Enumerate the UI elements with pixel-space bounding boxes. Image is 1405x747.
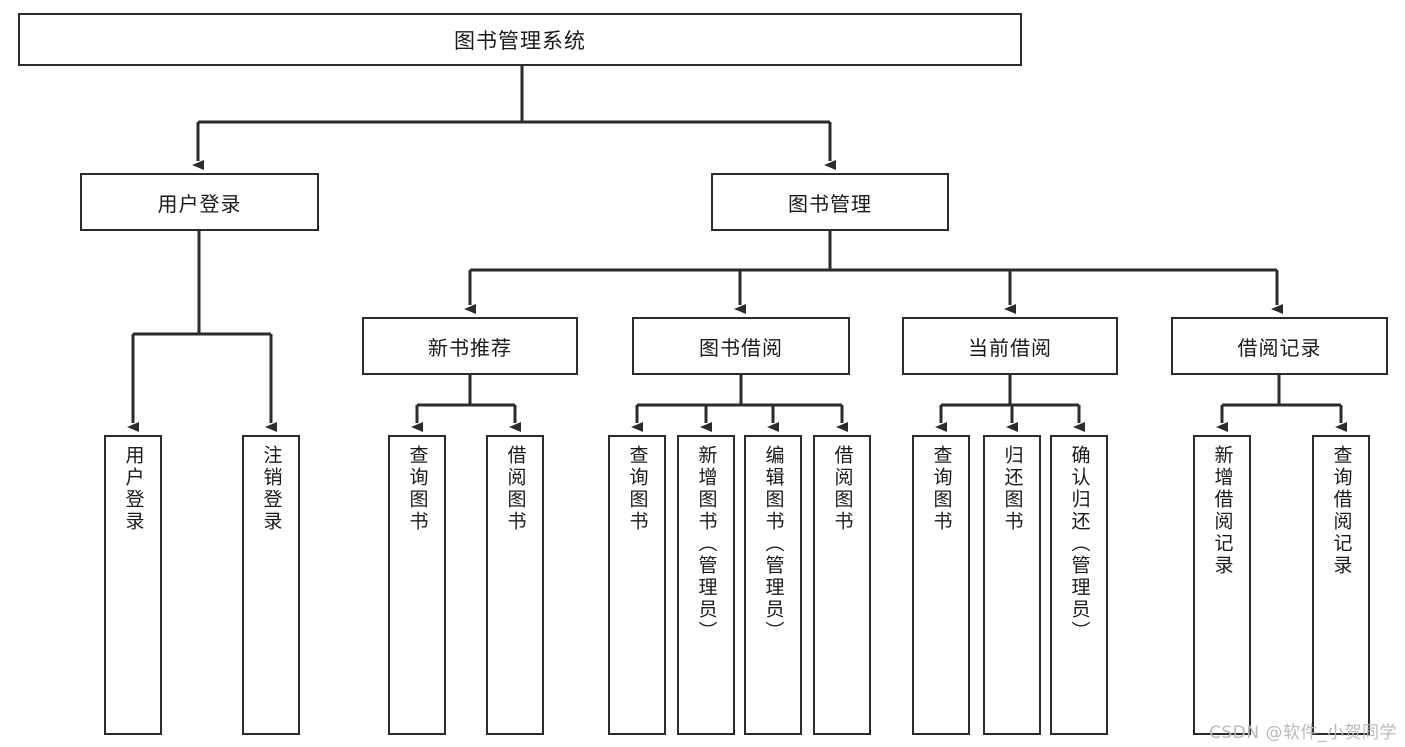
node-leaf-user-login[interactable]: 用户登录: [104, 435, 162, 735]
node-leaf-confirm-return-label: 确认归还（管理员）: [1068, 445, 1091, 643]
node-book-borrow-label: 图书借阅: [699, 335, 783, 360]
node-leaf-add-borrow-record-label: 新增借阅记录: [1211, 445, 1234, 577]
node-leaf-query-book-3[interactable]: 查询图书: [912, 435, 970, 735]
node-new-book-recommend-label: 新书推荐: [428, 335, 512, 360]
node-root-label: 图书管理系统: [454, 28, 586, 53]
node-leaf-query-book-2-label: 查询图书: [626, 445, 649, 533]
node-leaf-query-book-3-label: 查询图书: [930, 445, 953, 533]
node-new-book-recommend[interactable]: 新书推荐: [362, 317, 578, 375]
node-root[interactable]: 图书管理系统: [18, 13, 1022, 66]
node-leaf-confirm-return[interactable]: 确认归还（管理员）: [1050, 435, 1108, 735]
node-leaf-add-book-label: 新增图书（管理员）: [695, 445, 718, 643]
node-user-login[interactable]: 用户登录: [80, 173, 319, 231]
node-leaf-add-borrow-record[interactable]: 新增借阅记录: [1193, 435, 1251, 735]
node-leaf-return-book-label: 归还图书: [1001, 445, 1024, 533]
node-leaf-borrow-book-1-label: 借阅图书: [504, 445, 527, 533]
node-user-login-label: 用户登录: [157, 191, 242, 216]
node-current-borrow-label: 当前借阅: [968, 335, 1052, 360]
node-leaf-user-login-label: 用户登录: [122, 445, 145, 533]
node-leaf-logout-login[interactable]: 注销登录: [242, 435, 300, 735]
node-leaf-query-book-2[interactable]: 查询图书: [608, 435, 666, 735]
node-leaf-query-book-1[interactable]: 查询图书: [388, 435, 446, 735]
node-leaf-borrow-book-2-label: 借阅图书: [831, 445, 854, 533]
node-current-borrow[interactable]: 当前借阅: [902, 317, 1118, 375]
node-book-manage[interactable]: 图书管理: [711, 173, 949, 231]
node-leaf-edit-book-label: 编辑图书（管理员）: [762, 445, 785, 643]
node-leaf-query-borrow-record[interactable]: 查询借阅记录: [1312, 435, 1370, 735]
node-leaf-query-borrow-record-label: 查询借阅记录: [1330, 445, 1353, 577]
node-book-manage-label: 图书管理: [788, 191, 872, 216]
node-leaf-add-book[interactable]: 新增图书（管理员）: [677, 435, 735, 735]
watermark: CSDN @软件_小贺同学: [1209, 723, 1397, 743]
node-leaf-logout-login-label: 注销登录: [260, 445, 283, 533]
node-borrow-record-label: 借阅记录: [1237, 335, 1322, 360]
node-leaf-borrow-book-1[interactable]: 借阅图书: [486, 435, 544, 735]
node-book-borrow[interactable]: 图书借阅: [632, 317, 850, 375]
node-leaf-query-book-1-label: 查询图书: [406, 445, 429, 533]
node-leaf-borrow-book-2[interactable]: 借阅图书: [813, 435, 871, 735]
node-leaf-return-book[interactable]: 归还图书: [983, 435, 1041, 735]
node-borrow-record[interactable]: 借阅记录: [1171, 317, 1388, 375]
node-leaf-edit-book[interactable]: 编辑图书（管理员）: [744, 435, 802, 735]
